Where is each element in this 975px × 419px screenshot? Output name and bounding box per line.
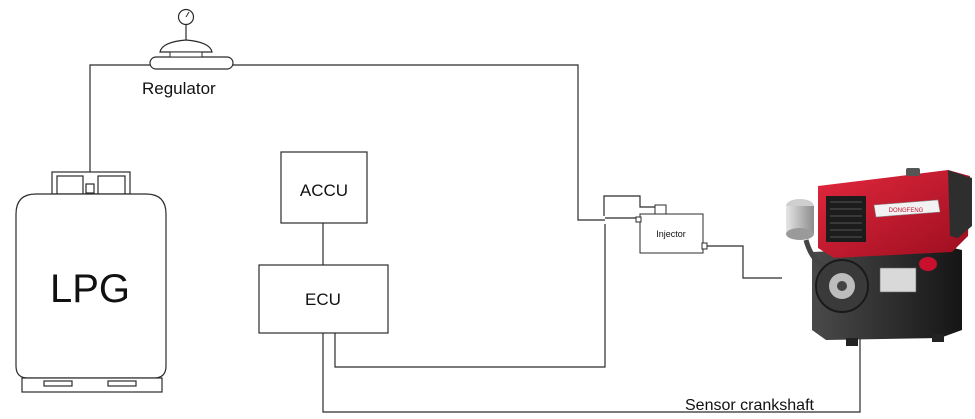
regulator-label: Regulator	[142, 79, 216, 98]
engine-data-plate	[880, 268, 916, 292]
injector-to-engine-line	[703, 246, 782, 278]
regulator	[150, 10, 233, 70]
ecu-label: ECU	[305, 290, 341, 309]
tank-base	[22, 378, 162, 392]
injector-return-loop	[604, 196, 655, 216]
regulator-body	[150, 57, 233, 69]
engine-radiator	[826, 196, 866, 242]
accu-label: ACCU	[300, 181, 348, 200]
engine-brand-text: DONGFENG	[889, 208, 924, 214]
tank-valve	[86, 184, 94, 193]
sensor-crankshaft-label: Sensor crankshaft	[685, 397, 815, 414]
lpg-label: LPG	[50, 267, 130, 311]
injector-label: Injector	[656, 229, 686, 239]
tank-to-regulator-line	[90, 65, 150, 172]
engine-image: DONGFENG	[786, 168, 972, 346]
